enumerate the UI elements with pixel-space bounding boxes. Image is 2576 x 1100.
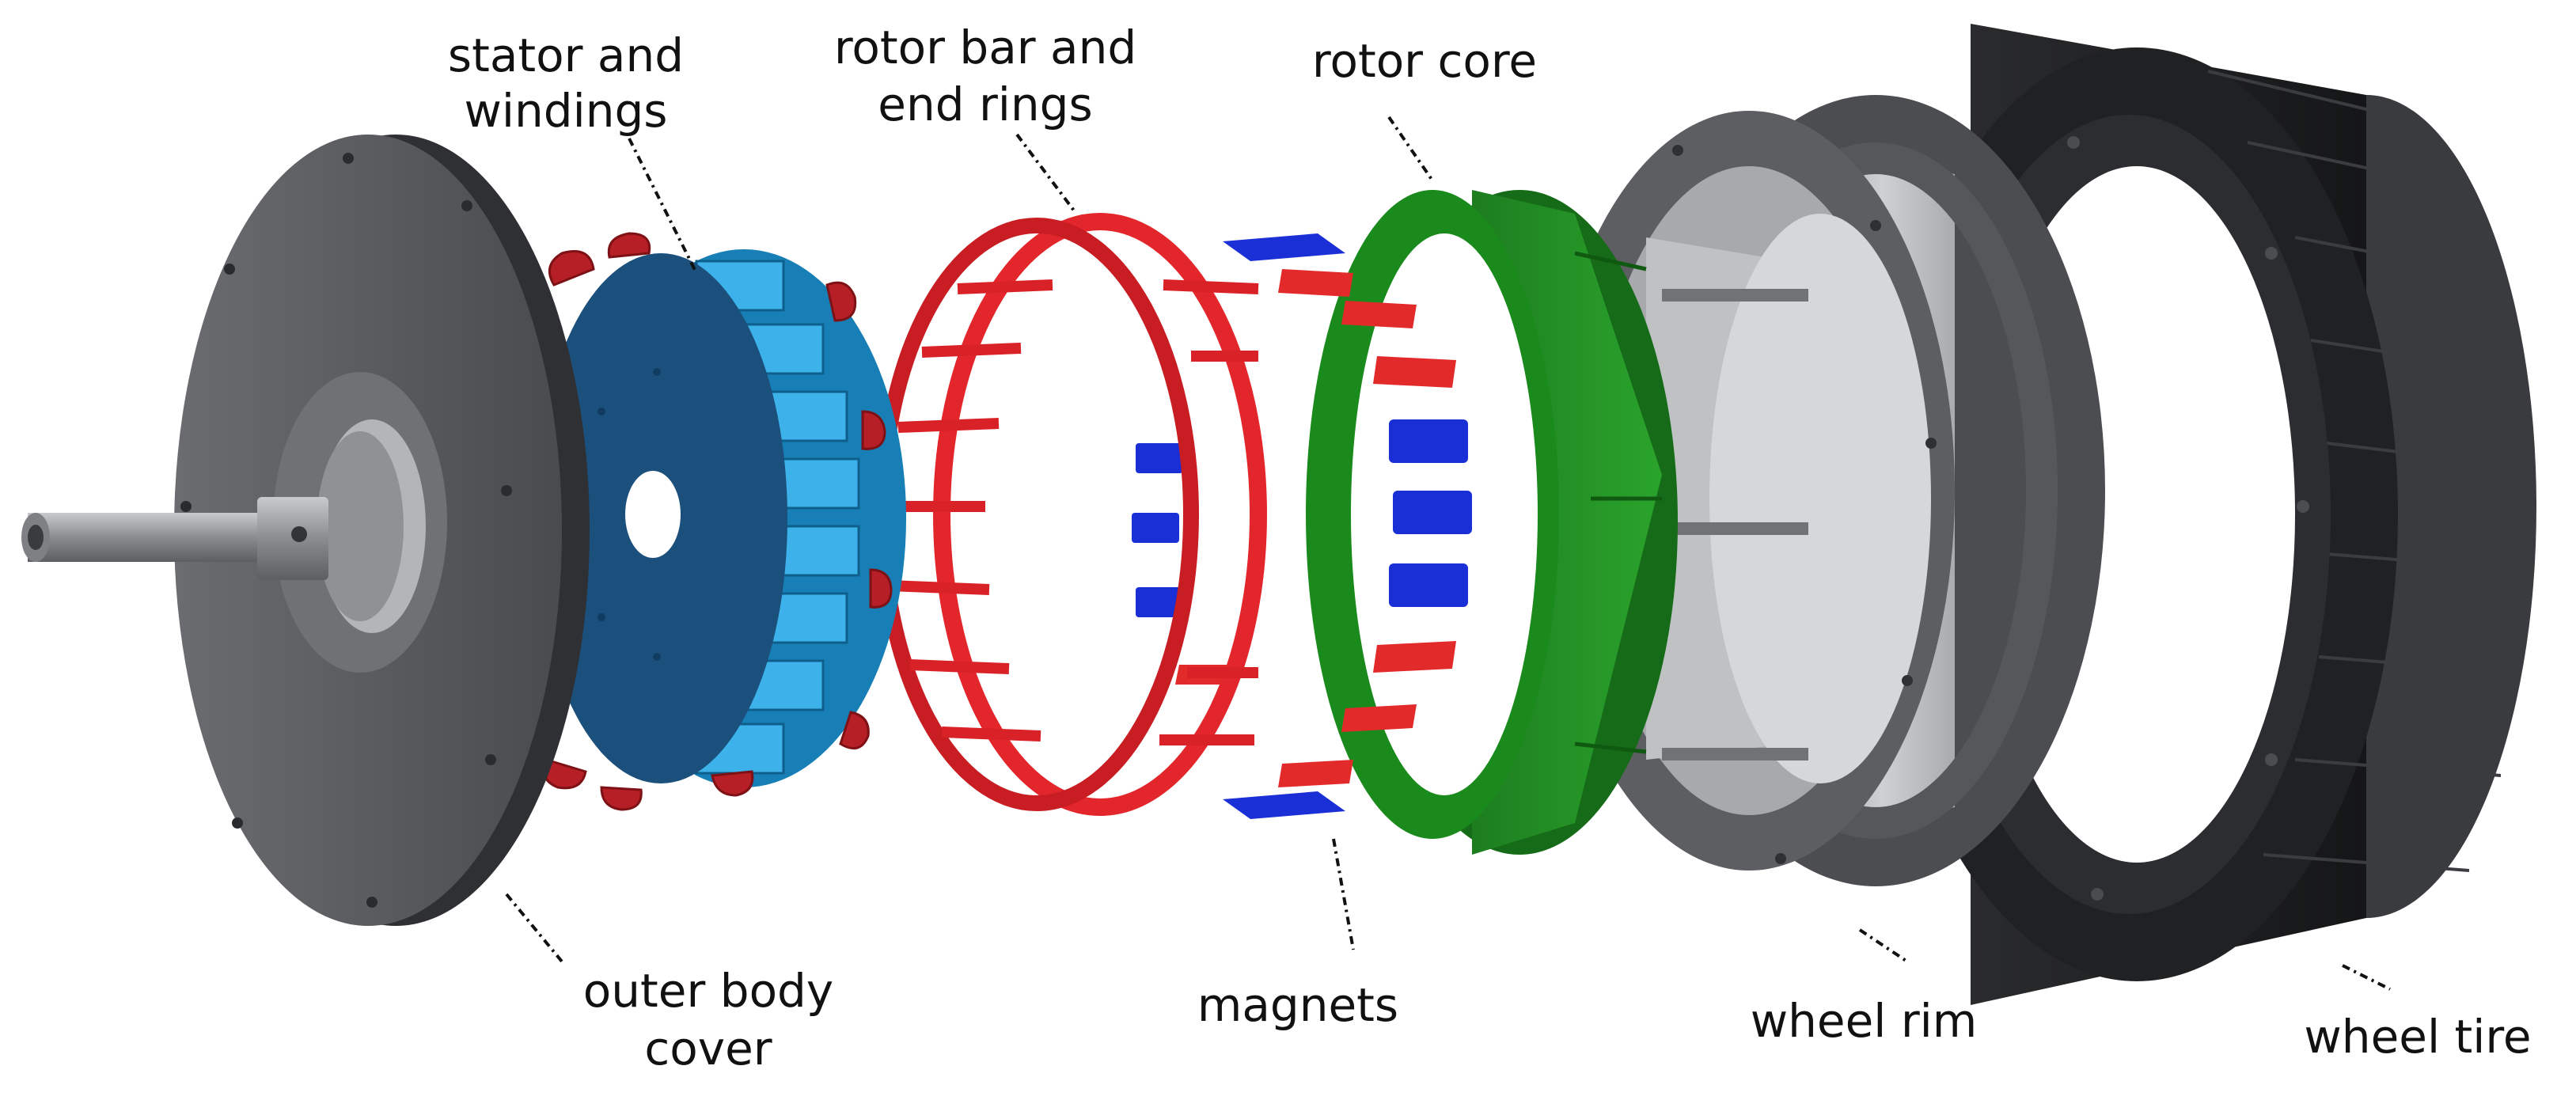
label-wheel-tire: wheel tire xyxy=(2304,1010,2531,1064)
label-magnets: magnets xyxy=(1197,978,1398,1032)
leader-lines xyxy=(505,116,2391,991)
labels: stator and windings rotor bar and end ri… xyxy=(448,21,2532,1075)
label-rotor-bar-line2: end rings xyxy=(878,78,1092,131)
label-outer-cover-line1: outer body xyxy=(583,964,833,1018)
label-wheel-rim: wheel rim xyxy=(1751,994,1978,1048)
stator-windings xyxy=(514,232,906,811)
rotor-bar-end-rings xyxy=(874,213,1267,816)
wheel-rim xyxy=(1543,95,2105,886)
label-rotor-bar-line1: rotor bar and xyxy=(834,21,1136,74)
outer-body-cover xyxy=(174,135,590,926)
motor-shaft xyxy=(21,497,328,580)
label-rotor-core: rotor core xyxy=(1312,34,1537,88)
label-stator-line2: windings xyxy=(464,84,667,138)
rotor-core xyxy=(1306,190,1678,855)
label-stator-line1: stator and xyxy=(448,28,684,82)
label-outer-cover-line2: cover xyxy=(644,1022,772,1075)
